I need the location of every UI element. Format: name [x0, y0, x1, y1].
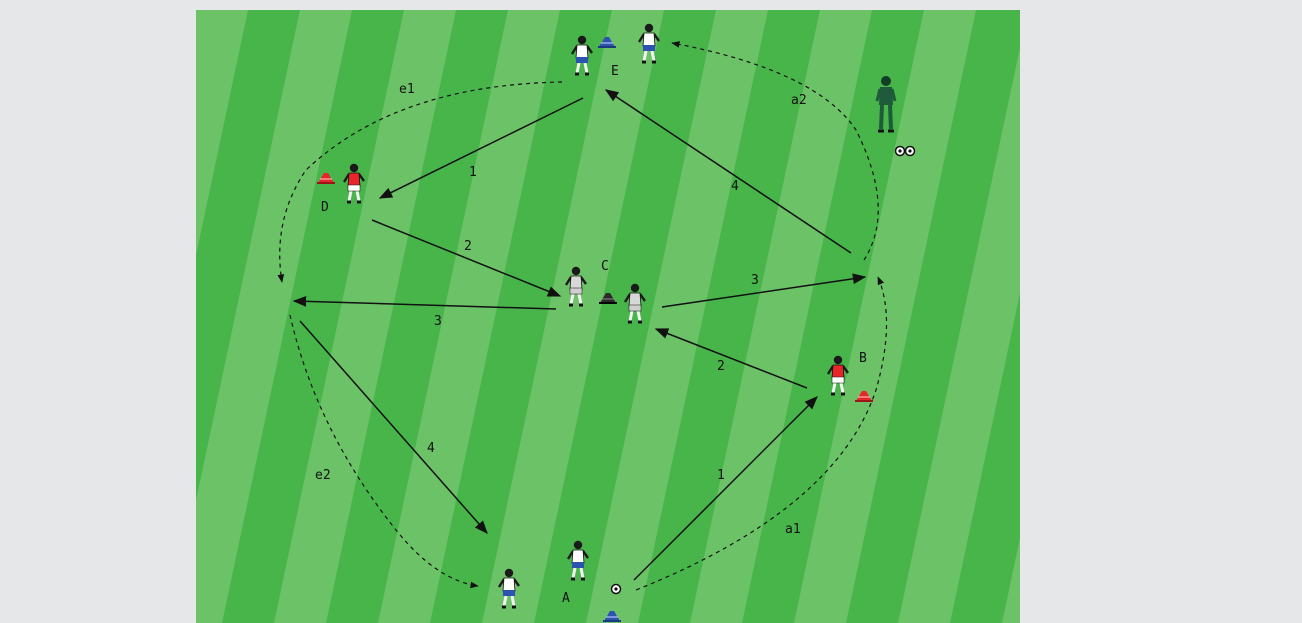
pass-2-b-to-c — [654, 328, 808, 389]
pass-3-c-to-left — [292, 295, 557, 310]
pitch-stripe — [586, 10, 768, 623]
balls — [610, 145, 916, 595]
cone-icon — [599, 293, 617, 304]
pass-label: 4 — [731, 179, 739, 194]
pass-label: 4 — [427, 441, 435, 456]
pass-label: 2 — [464, 239, 472, 254]
run-label-a1: a1 — [785, 522, 801, 537]
player-icon — [623, 282, 647, 324]
run-a1 — [635, 276, 888, 591]
player-icon — [826, 354, 850, 396]
player-icon — [342, 162, 366, 204]
pass-3-c-to-right — [661, 273, 867, 308]
cone-icon — [598, 37, 616, 48]
run-a2 — [671, 41, 879, 261]
position-label-e: E — [611, 64, 619, 79]
position-label-d: D — [321, 200, 329, 215]
pass-arrows — [292, 89, 867, 581]
pitch-stripe — [1002, 538, 1020, 623]
player-icon — [564, 265, 588, 307]
player-icon — [570, 34, 594, 76]
pass-1-e-to-d — [378, 97, 584, 199]
ball-icon — [894, 145, 906, 157]
pass-label: 3 — [434, 314, 442, 329]
player-icon — [497, 567, 521, 609]
pitch-stripe — [274, 10, 456, 623]
pass-4-left-to-a — [299, 320, 488, 535]
run-e2 — [289, 314, 479, 589]
pass-2-d-to-c — [371, 219, 562, 297]
player-icon — [637, 22, 661, 64]
drill-diagram: A B C D E 1 1 2 2 3 3 4 4 a1 a2 e1 e2 — [196, 10, 1020, 623]
cone-icon — [855, 391, 873, 402]
position-labels: A B C D E — [321, 64, 867, 606]
pass-label: 1 — [717, 468, 725, 483]
cone-icon — [317, 173, 335, 184]
pitch-stripe — [898, 47, 1020, 623]
pitch-stripe — [482, 10, 664, 623]
pitch-stripe — [794, 10, 976, 623]
run-label-e1: e1 — [399, 82, 415, 97]
pass-label: 1 — [469, 165, 477, 180]
run-paths — [277, 41, 888, 591]
cones — [317, 37, 873, 622]
coach-icon — [875, 76, 897, 133]
ball-icon — [904, 145, 916, 157]
run-label-a2: a2 — [791, 93, 807, 108]
pitch-stripe — [378, 10, 560, 623]
run-e1 — [277, 81, 563, 283]
position-label-b: B — [859, 351, 867, 366]
run-labels: a1 a2 e1 e2 — [315, 82, 807, 537]
pass-labels: 1 1 2 2 3 3 4 4 — [427, 165, 759, 483]
position-label-a: A — [562, 591, 570, 606]
position-label-c: C — [601, 259, 609, 274]
players — [342, 22, 850, 609]
pitch-stripes — [196, 10, 1020, 623]
ball-icon — [610, 583, 622, 595]
pass-label: 2 — [717, 359, 725, 374]
pass-label: 3 — [751, 273, 759, 288]
pass-1-a-to-b — [633, 396, 818, 581]
run-label-e2: e2 — [315, 468, 331, 483]
player-icon — [566, 539, 590, 581]
cone-icon — [603, 611, 621, 622]
pitch-stripe — [690, 10, 872, 623]
pass-4-right-to-e — [604, 89, 852, 254]
